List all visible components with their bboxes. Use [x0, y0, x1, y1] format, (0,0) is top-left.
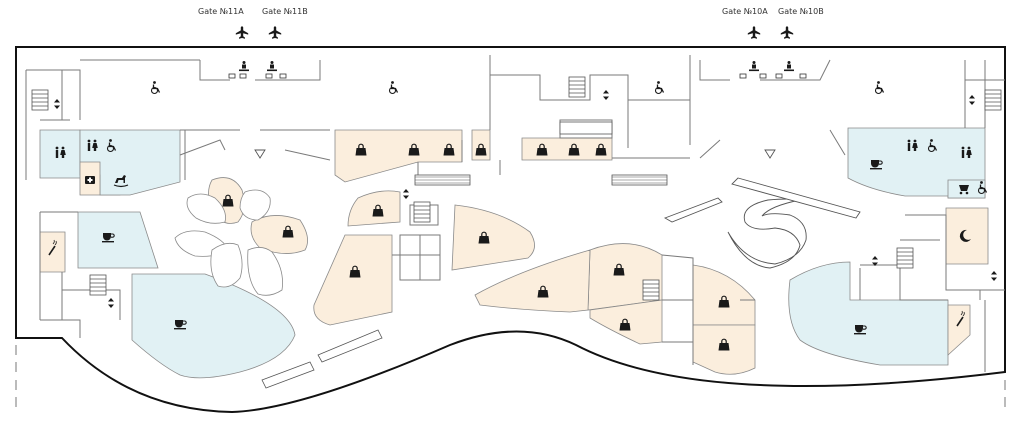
- first-aid-icon[interactable]: [85, 176, 95, 184]
- stairs-icon: [89, 274, 107, 296]
- direction-markers: [254, 149, 776, 159]
- plane-icon[interactable]: [268, 26, 282, 39]
- shop-east-wedge[interactable]: [474, 249, 591, 313]
- edge-ticks: [15, 345, 1006, 407]
- shop-central-triangle[interactable]: [451, 204, 535, 271]
- shop-pier-upper[interactable]: [692, 264, 756, 326]
- shop-central-tall[interactable]: [313, 234, 393, 326]
- gate-door-markers: [228, 73, 807, 79]
- gate-label-10b[interactable]: Gate №10B: [778, 7, 824, 16]
- wheelchair-icon: [654, 80, 665, 95]
- shop-petal-east[interactable]: [250, 215, 308, 254]
- seating-petals: [174, 189, 283, 296]
- gate-label-11a[interactable]: Gate №11A: [198, 7, 244, 16]
- stairs: [31, 76, 1002, 301]
- shop-central-small[interactable]: [347, 190, 401, 227]
- boarding-icon: [267, 61, 277, 72]
- plane-icon[interactable]: [235, 26, 249, 39]
- stairs-icon: [642, 279, 660, 301]
- boarding-icon: [784, 61, 794, 72]
- elevator-icon[interactable]: [403, 189, 409, 199]
- escalators: [261, 121, 668, 389]
- prayer-room-east[interactable]: [945, 207, 989, 265]
- plane-icon[interactable]: [780, 26, 794, 39]
- boarding-icon: [749, 61, 759, 72]
- swirl-sculpture: [663, 177, 861, 269]
- stairs-icon: [896, 247, 914, 269]
- wheelchair-icon: [150, 80, 161, 95]
- plane-icon[interactable]: [747, 26, 761, 39]
- shop-block-central-west[interactable]: [334, 129, 463, 183]
- elevator-icon[interactable]: [108, 298, 114, 308]
- wheelchair-icon: [874, 80, 885, 95]
- stairs-icon: [413, 201, 431, 223]
- stairs-icon: [568, 76, 586, 98]
- gate-label-10a[interactable]: Gate №10A: [722, 7, 768, 16]
- stairs-icon: [984, 89, 1002, 111]
- terminal-outline: [15, 46, 1006, 414]
- elevator-icon[interactable]: [603, 90, 609, 100]
- interior-walls: [25, 55, 1005, 372]
- cafe-zones: [39, 127, 986, 379]
- boarding-icon: [239, 61, 249, 72]
- elevator-icon[interactable]: [54, 99, 60, 109]
- cafe-east-lower[interactable]: [788, 261, 949, 366]
- shop-east-lower[interactable]: [589, 299, 663, 345]
- wheelchair-icon: [388, 80, 399, 95]
- smoking-room-west[interactable]: [39, 231, 66, 273]
- stairs-icon: [31, 89, 49, 111]
- elevator-icon[interactable]: [969, 95, 975, 105]
- gate-label-11b[interactable]: Gate №11B: [262, 7, 308, 16]
- cafe-west-upper[interactable]: [77, 211, 159, 269]
- elevator-icon[interactable]: [991, 271, 997, 281]
- smoking-room-east[interactable]: [947, 304, 971, 356]
- cafe-west-lower[interactable]: [131, 273, 296, 379]
